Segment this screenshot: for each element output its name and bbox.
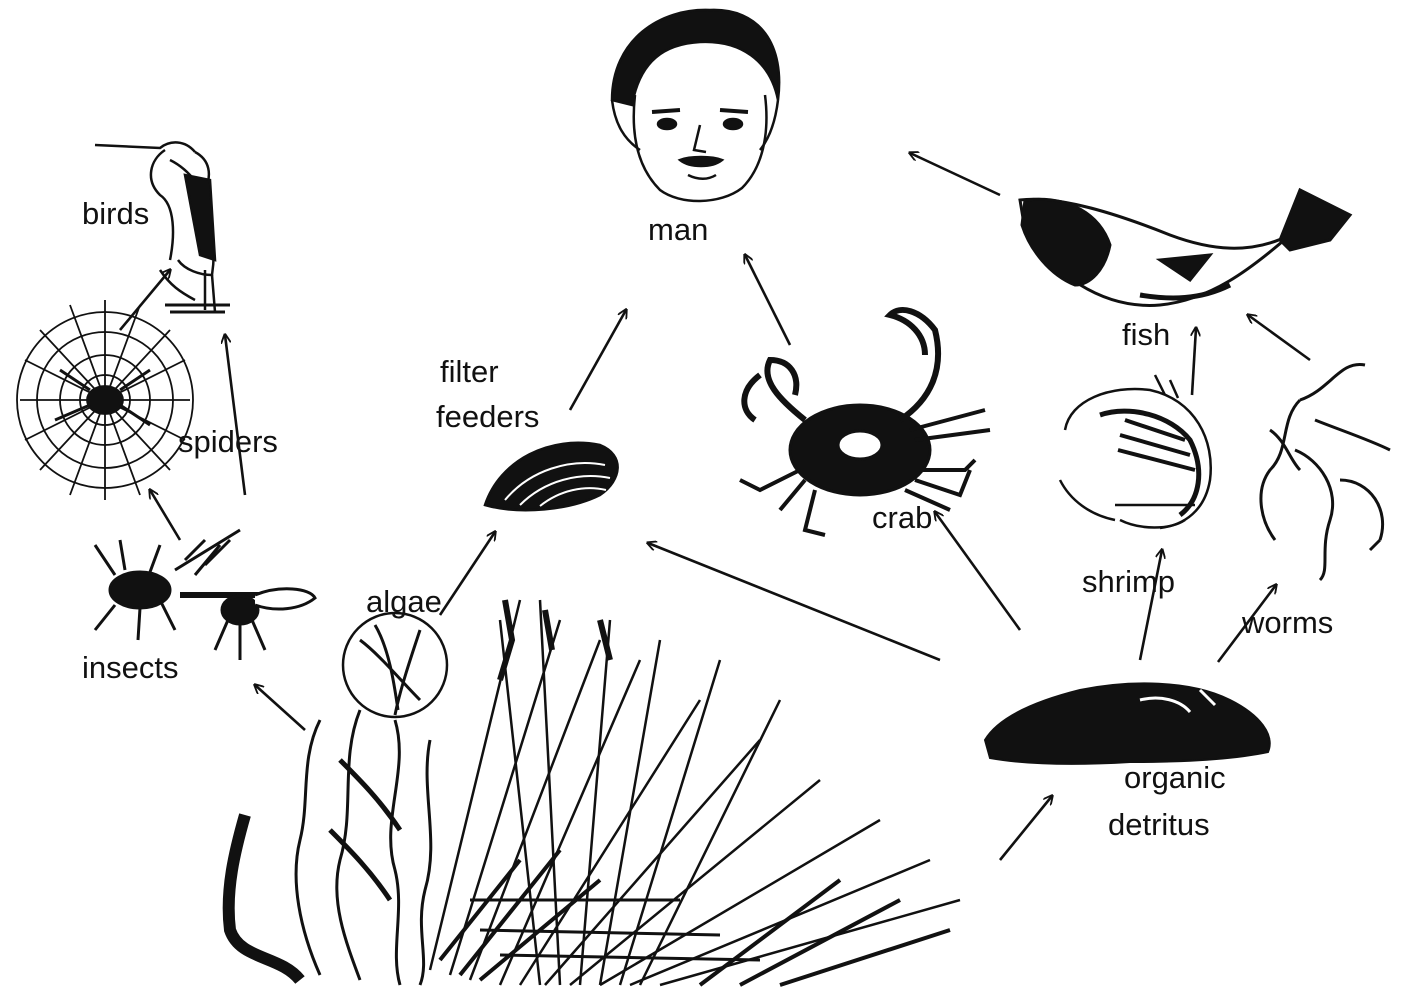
filter-feeders-icon [485, 443, 618, 510]
arrow-grass-to-detritus [1000, 796, 1052, 860]
arrow-crab-to-man [745, 255, 790, 345]
label-filter-feeders-line1: filter [440, 354, 499, 389]
man-icon [612, 10, 779, 201]
arrow-filter-feeders-to-man [570, 310, 626, 410]
label-man: man [648, 212, 708, 247]
label-worms: worms [1241, 605, 1333, 640]
spiders-icon [17, 300, 193, 500]
label-insects: insects [82, 650, 178, 685]
label-shrimp: shrimp [1082, 564, 1175, 599]
arrow-fish-to-man [910, 153, 1000, 195]
label-organic-detritus-line2: detritus [1108, 807, 1210, 842]
arrow-insects-to-spiders [150, 490, 180, 540]
insects-icon [95, 530, 315, 660]
arrow-seaweed-to-insects [255, 685, 305, 730]
shrimp-icon [1060, 375, 1211, 528]
arrow-worms-to-fish [1248, 315, 1310, 360]
arrow-shrimp-to-fish [1192, 328, 1196, 395]
label-spiders: spiders [178, 424, 278, 459]
label-fish: fish [1122, 317, 1170, 352]
seaweed-icon [229, 710, 431, 985]
label-algae: algae [366, 584, 442, 619]
fish-icon [1020, 190, 1350, 305]
arrow-insects-to-birds [225, 335, 245, 495]
algae-icon [343, 613, 447, 717]
arrow-algae-to-filter-feeders [440, 532, 495, 615]
arrow-detritus-to-filter-feeders [648, 543, 940, 660]
label-filter-feeders-line2: feeders [436, 399, 539, 434]
worms-icon [1261, 364, 1390, 580]
crab-icon [740, 310, 990, 535]
label-crab: crab [872, 500, 932, 535]
label-organic-detritus-line1: organic [1124, 760, 1226, 795]
grass-icon [430, 600, 960, 985]
organic-detritus-icon [985, 683, 1270, 763]
arrow-detritus-to-crab [935, 512, 1020, 630]
label-birds: birds [82, 196, 149, 231]
